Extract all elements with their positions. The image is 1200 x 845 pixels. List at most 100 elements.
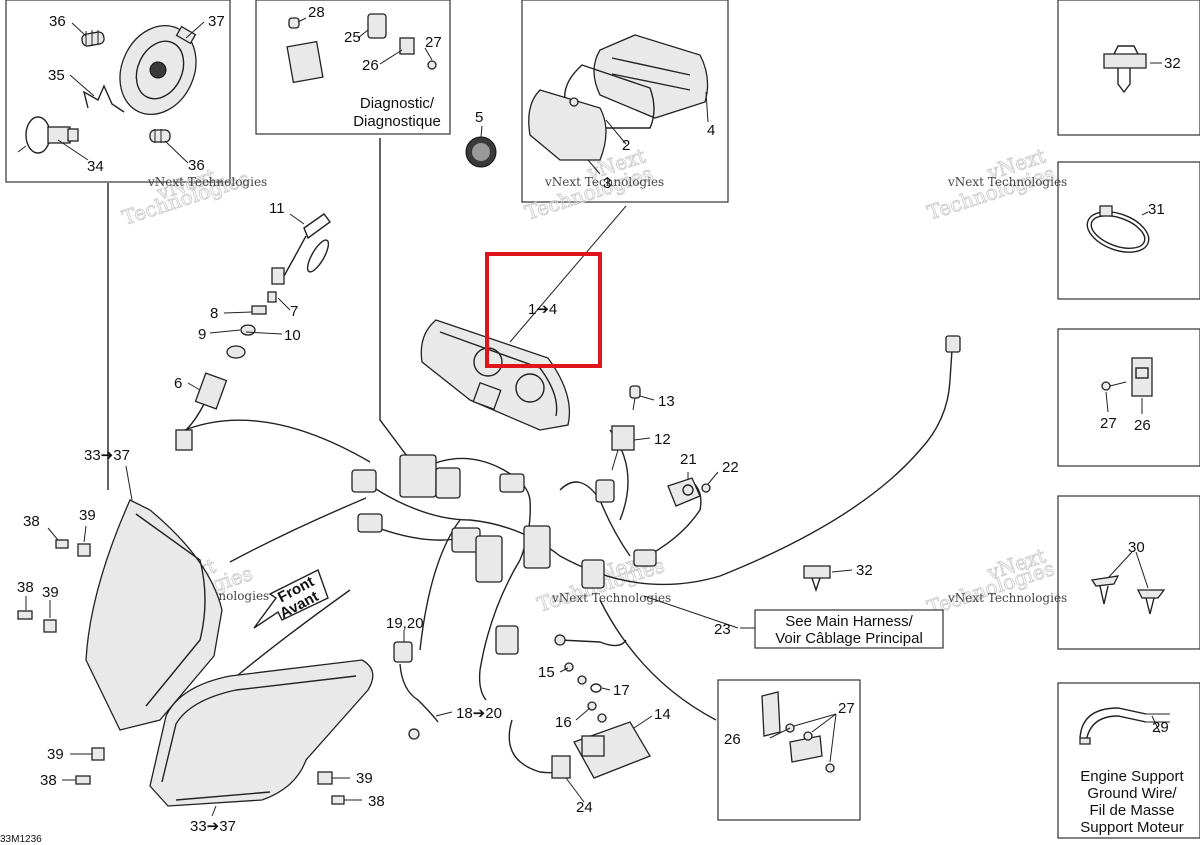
- light-13-icon: [629, 385, 641, 411]
- nut-22-icon: [701, 483, 711, 493]
- callout-33a: 33➔37: [84, 447, 130, 464]
- screw-38b-icon: [17, 610, 33, 620]
- callout-38a: 38: [23, 513, 40, 530]
- clip-39a-icon: [77, 543, 91, 557]
- callout-3: 3: [603, 175, 611, 192]
- callout-27c: 27: [838, 700, 855, 717]
- sensor-19-20-icon: [393, 641, 413, 663]
- callout-26a: 26: [362, 57, 379, 74]
- callout-38c: 38: [40, 772, 57, 789]
- reflector-37-icon: [119, 24, 197, 116]
- diagnostic-caption: Diagnostic/ Diagnostique: [353, 95, 441, 130]
- ring-terminal-icon: [554, 634, 566, 646]
- spring-36-icon: [81, 30, 105, 47]
- nut-27-icon: [427, 60, 437, 70]
- nut-28-icon: [288, 17, 300, 29]
- cap-7-icon: [267, 291, 277, 303]
- connector-l-icon: [581, 559, 605, 589]
- frame-diagnostic: [255, 0, 451, 135]
- connector-d-icon: [357, 513, 383, 533]
- callout-28: 28: [308, 4, 325, 21]
- connector-a-icon: [351, 469, 377, 493]
- callout-36a: 36: [49, 13, 66, 30]
- callout-25: 25: [344, 29, 361, 46]
- ground-wire-29-icon: [1079, 707, 1170, 745]
- callout-12: 12: [654, 431, 671, 448]
- clamp-31-icon: [1086, 205, 1150, 253]
- bezel-3-icon: [528, 89, 607, 161]
- screw-27-right-icon: [1101, 381, 1127, 391]
- harness-connectors: [351, 335, 961, 655]
- nut-8-icon: [251, 305, 267, 315]
- diagnostic-line-2: Diagnostique: [353, 113, 441, 130]
- callout-21: 21: [680, 451, 697, 468]
- frame-31: [1057, 161, 1200, 300]
- callout-18-20: 18➔20: [456, 705, 502, 722]
- leader-cluster: [509, 205, 627, 343]
- callout-33b: 33➔37: [190, 818, 236, 835]
- callout-38d: 38: [368, 793, 385, 810]
- callout-8: 8: [210, 305, 218, 322]
- nut-16b-icon: [597, 713, 607, 723]
- callout-5: 5: [475, 109, 483, 126]
- gauge-5-icon: [465, 136, 497, 168]
- callout-32b: 32: [856, 562, 873, 579]
- lower-parts: [393, 565, 853, 803]
- sensor-18-20-icon: [408, 728, 420, 740]
- harness-end-connector-icon: [945, 335, 961, 353]
- connector-i-icon: [595, 479, 615, 503]
- harness-line-1: See Main Harness/: [785, 613, 913, 630]
- wire-clip-35-icon: [82, 84, 125, 113]
- relay-14-icon: [573, 721, 651, 779]
- fastener-30-icon: [1090, 575, 1166, 615]
- cluster-inset: [465, 34, 709, 175]
- fuse-24-icon: [551, 755, 571, 779]
- right-column-parts: [1079, 45, 1170, 745]
- nut-15a-icon: [564, 662, 574, 672]
- callout-15: 15: [538, 664, 555, 681]
- instrument-cluster-assembly: [420, 319, 571, 431]
- diagnostic-line-1: Diagnostic/: [360, 95, 435, 112]
- callout-32a: 32: [1164, 55, 1181, 72]
- watermark-f3: vNext Technologies: [947, 591, 1067, 605]
- engine-line-2: Ground Wire/: [1087, 785, 1177, 802]
- callout-22: 22: [722, 459, 739, 476]
- watermark-a3: vNext Technologies: [147, 175, 267, 189]
- callout-37: 37: [208, 13, 225, 30]
- nut-15b-icon: [577, 675, 587, 685]
- connector-b-icon: [399, 454, 437, 498]
- watermark-b3: vNext Technologies: [544, 175, 664, 189]
- callout-27a: 27: [425, 34, 442, 51]
- key-switch-6-icon: [175, 372, 228, 451]
- screw-38a-icon: [55, 539, 69, 549]
- callout-29: 29: [1152, 719, 1169, 736]
- drawing-code: 33M1236: [0, 834, 42, 845]
- see-main-harness-box: See Main Harness/ Voir Câblage Principal: [754, 609, 944, 649]
- callout-17: 17: [613, 682, 630, 699]
- callout-39b: 39: [42, 584, 59, 601]
- callout-39c: 39: [47, 746, 64, 763]
- connector-g-icon: [499, 473, 525, 493]
- washer-9-icon: [240, 324, 256, 336]
- watermark-e3: vNext Technologies: [551, 591, 671, 605]
- frame-30: [1057, 495, 1200, 650]
- bracket-26-right-icon: [1131, 357, 1153, 397]
- callout-26c: 26: [724, 731, 741, 748]
- headlamp-front: [149, 659, 374, 817]
- callout-35: 35: [48, 67, 65, 84]
- callout-34: 34: [87, 158, 104, 175]
- clip-39d-icon: [317, 771, 333, 785]
- callout-26b: 26: [1134, 417, 1151, 434]
- callouts: 36 37 35 34 36 28 25 27 26 5 2 4 3 32 31…: [17, 4, 1181, 835]
- frame-headlamp-bulb: [5, 0, 231, 183]
- harness-line-2: Voir Câblage Principal: [775, 630, 923, 647]
- watermarks: vNext Technologies vNext Technologies vN…: [119, 143, 1068, 625]
- callout-6: 6: [174, 375, 182, 392]
- connector-k-icon: [495, 625, 519, 655]
- callout-9: 9: [198, 326, 206, 343]
- callout-14: 14: [654, 706, 671, 723]
- bulb-34-icon: [17, 116, 79, 154]
- callout-23: 23: [714, 621, 731, 638]
- lens-2-icon: [564, 64, 655, 129]
